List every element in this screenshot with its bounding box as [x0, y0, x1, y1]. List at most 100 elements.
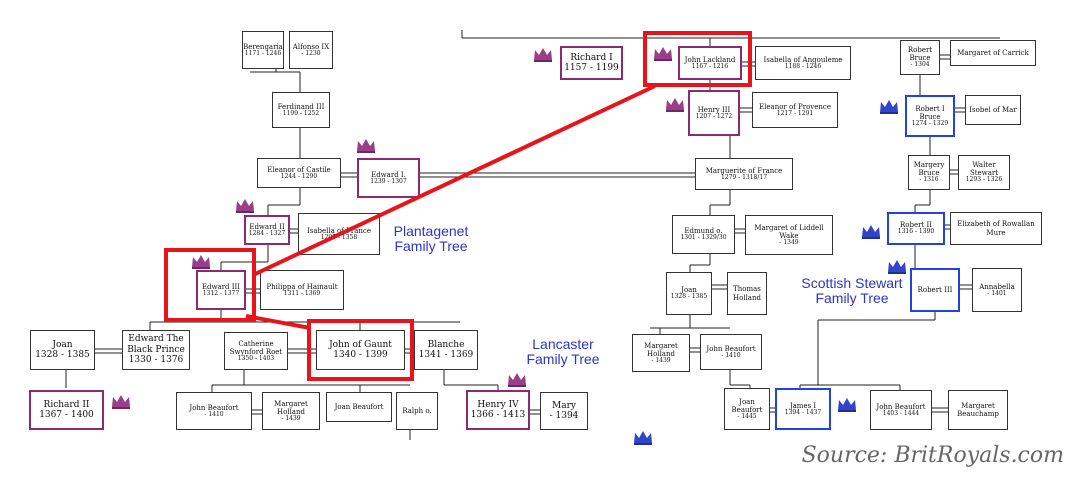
person-henry-iii: Henry III 1207 - 1272 — [688, 90, 740, 136]
person-isobel-mar: Isobel of Mar — [965, 95, 1021, 125]
person-name: Isabella of France — [306, 226, 371, 235]
person-marguerite-france: Marguerite of France 1279 - 1318/17 — [695, 158, 793, 190]
person-robert-i: Robert I Bruce 1274 - 1329 — [905, 95, 955, 137]
person-mary: Mary - 1394 — [540, 392, 588, 430]
person-dates: 1311 - 1369 — [283, 289, 321, 297]
person-name: Margaret Beauchamp — [957, 401, 999, 418]
person-joan-kent: Joan 1328 - 1385 — [666, 272, 712, 315]
highlight-john-of-gaunt — [307, 319, 414, 381]
person-dates: 1330 - 1376 — [128, 355, 184, 366]
person-dates: - 1316 — [919, 176, 939, 184]
person-name: John Beaufort — [876, 402, 926, 411]
person-margaret-beauchamp: Margaret Beauchamp — [948, 390, 1008, 430]
person-name: Edward III — [201, 282, 241, 291]
person-dates: 1199 - 1252 — [282, 109, 320, 117]
person-dates: 1207 - 1272 — [695, 112, 733, 120]
person-name: Mary — [552, 400, 576, 411]
person-dates: 1340 - 1399 — [333, 350, 388, 360]
person-edward-iii: Edward III 1312 - 1377 — [196, 270, 246, 310]
crown-icon — [634, 431, 652, 445]
person-black-prince: Edward The Black Prince 1330 - 1376 — [122, 330, 190, 370]
crown-icon — [236, 199, 254, 213]
person-eleanor-castile: Eleanor of Castile 1244 - 1290 — [257, 158, 341, 188]
person-dates: - 1410 — [204, 410, 224, 418]
person-dates: 1244 - 1290 — [280, 172, 318, 180]
person-margaret-carrick: Margaret of Carrick — [950, 40, 1036, 66]
person-dates: - 1410 — [721, 351, 741, 359]
person-name: Henry III — [697, 105, 731, 114]
crown-icon — [654, 47, 672, 61]
person-dates: 1366 - 1413 — [470, 410, 526, 420]
person-joan-left: Joan 1328 - 1385 — [30, 330, 95, 370]
person-name: Blanche — [427, 339, 465, 350]
person-name: Edward I. — [371, 170, 406, 179]
person-name: Annabella — [979, 282, 1015, 291]
person-name: John Beaufort — [706, 344, 756, 353]
person-dates: 1394 - 1437 — [784, 408, 822, 416]
person-blanche: Blanche 1341 - 1369 — [414, 330, 478, 370]
person-name: Margaret Holland — [274, 399, 308, 416]
crown-icon — [880, 100, 898, 114]
person-name: Henry IV — [477, 399, 519, 410]
person-dates: 1274 - 1329 — [911, 119, 949, 127]
person-name: Catherine Swynford Roet — [229, 339, 283, 356]
crown-icon — [508, 373, 526, 387]
person-dates: 1167 - 1216 — [691, 62, 729, 70]
crown-icon — [862, 225, 880, 239]
lancaster-tree-label: Lancaster Family Tree — [526, 336, 600, 368]
person-thomas-holland: Thomas Holland — [727, 272, 767, 315]
person-dates: 1279 - 1318/17 — [720, 173, 768, 181]
person-name: Robert Bruce — [907, 46, 933, 63]
person-name: Edmund o. — [684, 227, 723, 236]
person-dates: 1188 - 1246 — [784, 62, 822, 70]
person-james-i: James I 1394 - 1437 — [775, 388, 831, 430]
person-name: Edward The Black Prince — [127, 334, 185, 355]
person-name: John Beaufort — [189, 403, 239, 412]
person-robert-bruce: Robert Bruce - 1304 — [900, 40, 940, 75]
person-name: Margaret Holland — [644, 341, 678, 358]
person-dates: 1293 - 1326 — [965, 176, 1003, 184]
person-name: Robert III — [917, 285, 953, 294]
person-dates: 1284 - 1327 — [248, 229, 286, 237]
person-name: Eleanor of Castile — [267, 165, 331, 174]
crown-icon — [838, 398, 856, 412]
crown-icon — [192, 255, 210, 269]
person-name: Joan — [52, 339, 73, 350]
person-name: Isabella of Angouleme — [763, 55, 843, 64]
person-catherine-swynford: Catherine Swynford Roet 1350 - 1403 — [224, 332, 288, 370]
person-name: Robert II — [899, 221, 933, 230]
person-name: John Lackland — [684, 55, 736, 64]
person-dates: 1341 - 1369 — [418, 350, 474, 360]
person-henry-iv: Henry IV 1366 - 1413 — [466, 390, 530, 430]
person-john-lackland: John Lackland 1167 - 1216 — [678, 46, 742, 80]
person-dates: 1367 - 1400 — [39, 410, 94, 420]
person-name: Ralph o. — [402, 406, 432, 415]
person-name: Marguerite of France — [705, 166, 783, 175]
plantagenet-tree-label: Plantagenet Family Tree — [393, 223, 469, 255]
person-dates: 1171 - 1246 — [244, 49, 282, 57]
person-robert-ii: Robert II 1316 - 1390 — [887, 212, 945, 245]
person-margaret-holland-a: Margaret Holland - 1439 — [632, 334, 690, 372]
person-name: Margaret of Carrick — [957, 48, 1029, 57]
person-name: Isobel of Mar — [969, 105, 1017, 114]
person-dates: 1301 - 1329/30 — [680, 234, 727, 242]
person-dates: - 1230 — [301, 49, 321, 57]
person-name: Ferdinand III — [277, 102, 325, 111]
person-dates: 1328 - 1385 — [35, 350, 90, 360]
person-robert-iii: Robert III — [910, 268, 960, 312]
person-john-beaufort-a: John Beaufort - 1410 — [700, 334, 762, 370]
person-edward-i: Edward I. 1239 - 1307 — [357, 158, 420, 198]
person-dates: 1157 - 1199 — [564, 63, 619, 73]
person-name: Walter Stewart — [969, 161, 999, 178]
person-ralph: Ralph o. — [396, 392, 438, 430]
person-name: Joan Beaufort — [731, 397, 763, 414]
person-dates: 1350 - 1403 — [237, 354, 275, 362]
person-joan-beaufort-b: Joan Beaufort — [326, 392, 392, 422]
highlight-edward-iii — [164, 248, 256, 322]
crown-icon — [112, 395, 130, 409]
person-name: Berengaria — [243, 42, 283, 51]
person-eleanor-provence: Eleanor of Provence 1217 - 1291 — [752, 92, 838, 128]
person-philippa: Philippa of Hainault 1311 - 1369 — [260, 270, 344, 310]
person-dates: - 1439 — [651, 356, 671, 364]
